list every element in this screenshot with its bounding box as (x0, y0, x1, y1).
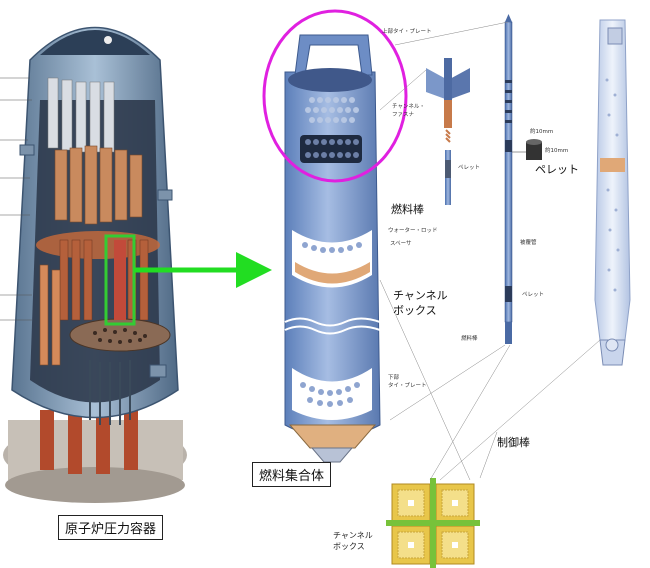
tie-plate-detail (426, 58, 470, 205)
label-fuel-rod-small: 燃料棒 (461, 334, 478, 342)
connector-lines (379, 21, 601, 481)
label-control-rod: 制御棒 (497, 435, 530, 449)
core-cross-section (386, 478, 480, 568)
fuel-assembly (284, 34, 381, 463)
reactor-pressure-vessel (0, 26, 187, 503)
label-upper-tie-plate: 上部タイ・プレート (382, 27, 432, 35)
label-pellet-small: ペレット (458, 164, 480, 171)
label-channel-fastener-2: ファスナ (392, 111, 415, 118)
label-pellet: ペレット (535, 163, 579, 176)
upper-tie-plate-highlight (262, 9, 408, 183)
label-dim-1: 約10mm (530, 127, 553, 135)
label-dim-2: 約10mm (545, 146, 568, 154)
label-lower-tie-plate-1: 下部 (388, 373, 400, 381)
label-cladding: 被覆管 (520, 238, 537, 246)
control-rod (594, 19, 631, 366)
label-pellet-small-2: ペレット (522, 291, 544, 298)
label-channel-box-2: ボックス (393, 304, 437, 317)
label-fuel-assembly: 燃料集合体 (252, 462, 332, 487)
label-channel-fastener-1: チャンネル・ (392, 103, 425, 110)
zoom-arrow (134, 252, 272, 288)
label-bottom-channel-2: ボックス (333, 542, 365, 551)
label-channel-box-1: チャンネル (393, 289, 448, 302)
fuel-rod-detail (504, 14, 542, 344)
label-spacer: スペーサ (390, 240, 412, 247)
label-reactor-pressure-vessel: 原子炉圧力容器 (58, 515, 164, 540)
label-water-rod: ウォーター・ロッド (388, 226, 438, 234)
label-bottom-channel-1: チャンネル (333, 531, 373, 540)
zoom-highlight-box (104, 234, 136, 326)
label-fuel-rod: 燃料棒 (391, 202, 424, 216)
label-lower-tie-plate-2: タイ・プレート (388, 381, 427, 389)
fuel-assembly-in-core (114, 240, 126, 320)
